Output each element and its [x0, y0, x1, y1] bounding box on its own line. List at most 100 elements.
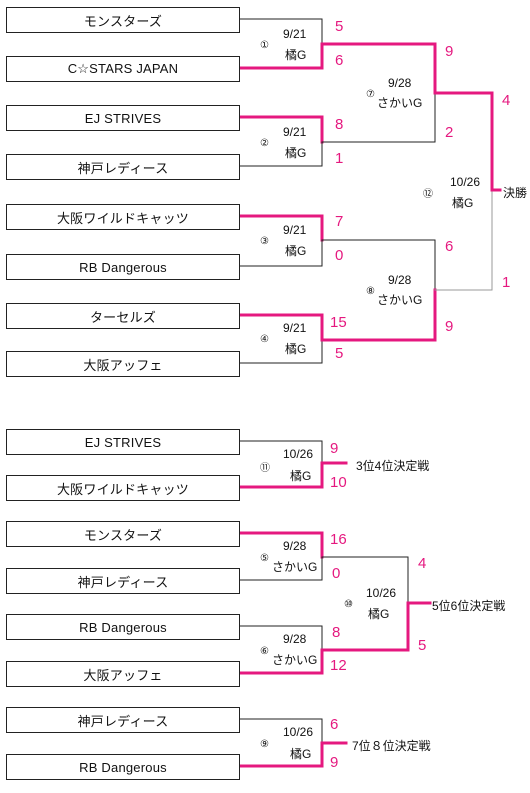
match-number: ⑫: [423, 189, 433, 200]
score: 4: [418, 555, 427, 572]
third-bottom-line: [238, 461, 324, 489]
match-date: 10/26: [283, 725, 314, 739]
seventh-bottom-line: [238, 741, 324, 768]
third-top-line: [239, 440, 323, 464]
match-venue: さかいG: [272, 653, 318, 667]
match-number: ②: [260, 138, 269, 149]
team-box: C☆STARS JAPAN: [6, 56, 240, 82]
match-venue: さかいG: [377, 293, 423, 307]
match-number: ⑩: [344, 599, 353, 610]
match-venue: 橘G: [285, 146, 307, 160]
match-date: 9/28: [283, 632, 307, 646]
score: 0: [332, 565, 341, 582]
game-2-top-line: [238, 115, 324, 144]
match-venue: さかいG: [272, 560, 318, 574]
match-venue: 橘G: [285, 244, 307, 258]
match-number: ④: [260, 334, 269, 345]
game-4-top-line: [238, 313, 324, 342]
score: 6: [330, 716, 339, 733]
match-number: ⑧: [366, 286, 375, 297]
score: 12: [330, 657, 347, 674]
team-box: 神戸レディース: [6, 154, 240, 180]
game-5-bottom-line: [239, 556, 323, 581]
team-box: 神戸レディース: [6, 707, 240, 733]
semi-7-top-line: [320, 42, 437, 95]
match-date: 9/21: [283, 27, 307, 41]
match-date: 10/26: [283, 447, 314, 461]
team-box: モンスターズ: [6, 521, 240, 547]
third-place-label: 3位4位決定戦: [356, 459, 430, 473]
game-6-bottom-line: [238, 648, 324, 675]
team-box: ターセルズ: [6, 303, 240, 329]
score: 15: [330, 314, 347, 331]
match-number: ⑤: [260, 553, 269, 564]
match-date: 9/28: [388, 76, 412, 90]
score: 10: [330, 474, 347, 491]
match-date: 10/26: [450, 175, 481, 189]
match-venue: 橘G: [285, 342, 307, 356]
score: 8: [335, 116, 344, 133]
score: 5: [335, 345, 344, 362]
match-date: 9/21: [283, 321, 307, 335]
team-box: EJ STRIVES: [6, 429, 240, 455]
score: 8: [332, 624, 341, 641]
game-1-bottom-line: [238, 42, 324, 70]
match-number: ⑨: [260, 739, 269, 750]
team-box: 神戸レディース: [6, 568, 240, 594]
team-box: 大阪アッフェ: [6, 351, 240, 377]
match-date: 9/21: [283, 125, 307, 139]
game-5-top-line: [238, 531, 324, 559]
score: 2: [445, 124, 454, 141]
seventh-place-label: 7位８位決定戦: [352, 739, 431, 753]
score: 1: [335, 150, 344, 167]
fifth-top-line: [321, 556, 409, 604]
team-box: 大阪アッフェ: [6, 661, 240, 687]
game-6-top-line: [239, 625, 323, 651]
score: 5: [418, 637, 427, 654]
match-venue: さかいG: [377, 96, 423, 110]
seventh-top-line: [239, 718, 323, 744]
match-number: ⑥: [260, 646, 269, 657]
team-box: EJ STRIVES: [6, 105, 240, 131]
match-venue: 橘G: [290, 469, 312, 483]
match-number: ①: [260, 40, 269, 51]
match-number: ③: [260, 236, 269, 247]
match-venue: 橘G: [290, 747, 312, 761]
game-2-bottom-line: [239, 141, 323, 167]
score: 16: [330, 531, 347, 548]
match-date: 9/28: [388, 273, 412, 287]
match-venue: 橘G: [285, 48, 307, 62]
score: 5: [335, 18, 344, 35]
team-box: RB Dangerous: [6, 614, 240, 640]
match-number: ⑦: [366, 89, 375, 100]
score: 9: [445, 318, 454, 335]
match-date: 9/21: [283, 223, 307, 237]
score: 6: [445, 238, 454, 255]
score: 9: [330, 440, 339, 457]
score: 7: [335, 213, 344, 230]
final-bottom-line: [434, 189, 493, 291]
final-label: 決勝: [503, 186, 528, 200]
score: 6: [335, 52, 344, 69]
match-venue: 橘G: [368, 607, 390, 621]
game-3-bottom-line: [239, 239, 323, 267]
game-4-bottom-line: [239, 339, 323, 364]
team-box: 大阪ワイルドキャッツ: [6, 204, 240, 230]
semi-8-bottom-line: [320, 288, 437, 342]
score: 9: [330, 754, 339, 771]
match-number: ⑪: [260, 463, 270, 474]
fifth-place-label: 5位6位決定戦: [432, 599, 506, 613]
score: 0: [335, 247, 344, 264]
team-box: RB Dangerous: [6, 254, 240, 280]
fifth-bottom-line: [320, 601, 410, 652]
match-venue: 橘G: [452, 196, 474, 210]
score: 1: [502, 274, 511, 291]
game-1-top-line: [239, 18, 323, 45]
final-top-line: [433, 91, 494, 192]
score: 9: [445, 43, 454, 60]
game-3-top-line: [238, 214, 324, 242]
semi-8-top-line: [321, 239, 436, 291]
team-box: モンスターズ: [6, 7, 240, 33]
team-box: 大阪ワイルドキャッツ: [6, 475, 240, 501]
